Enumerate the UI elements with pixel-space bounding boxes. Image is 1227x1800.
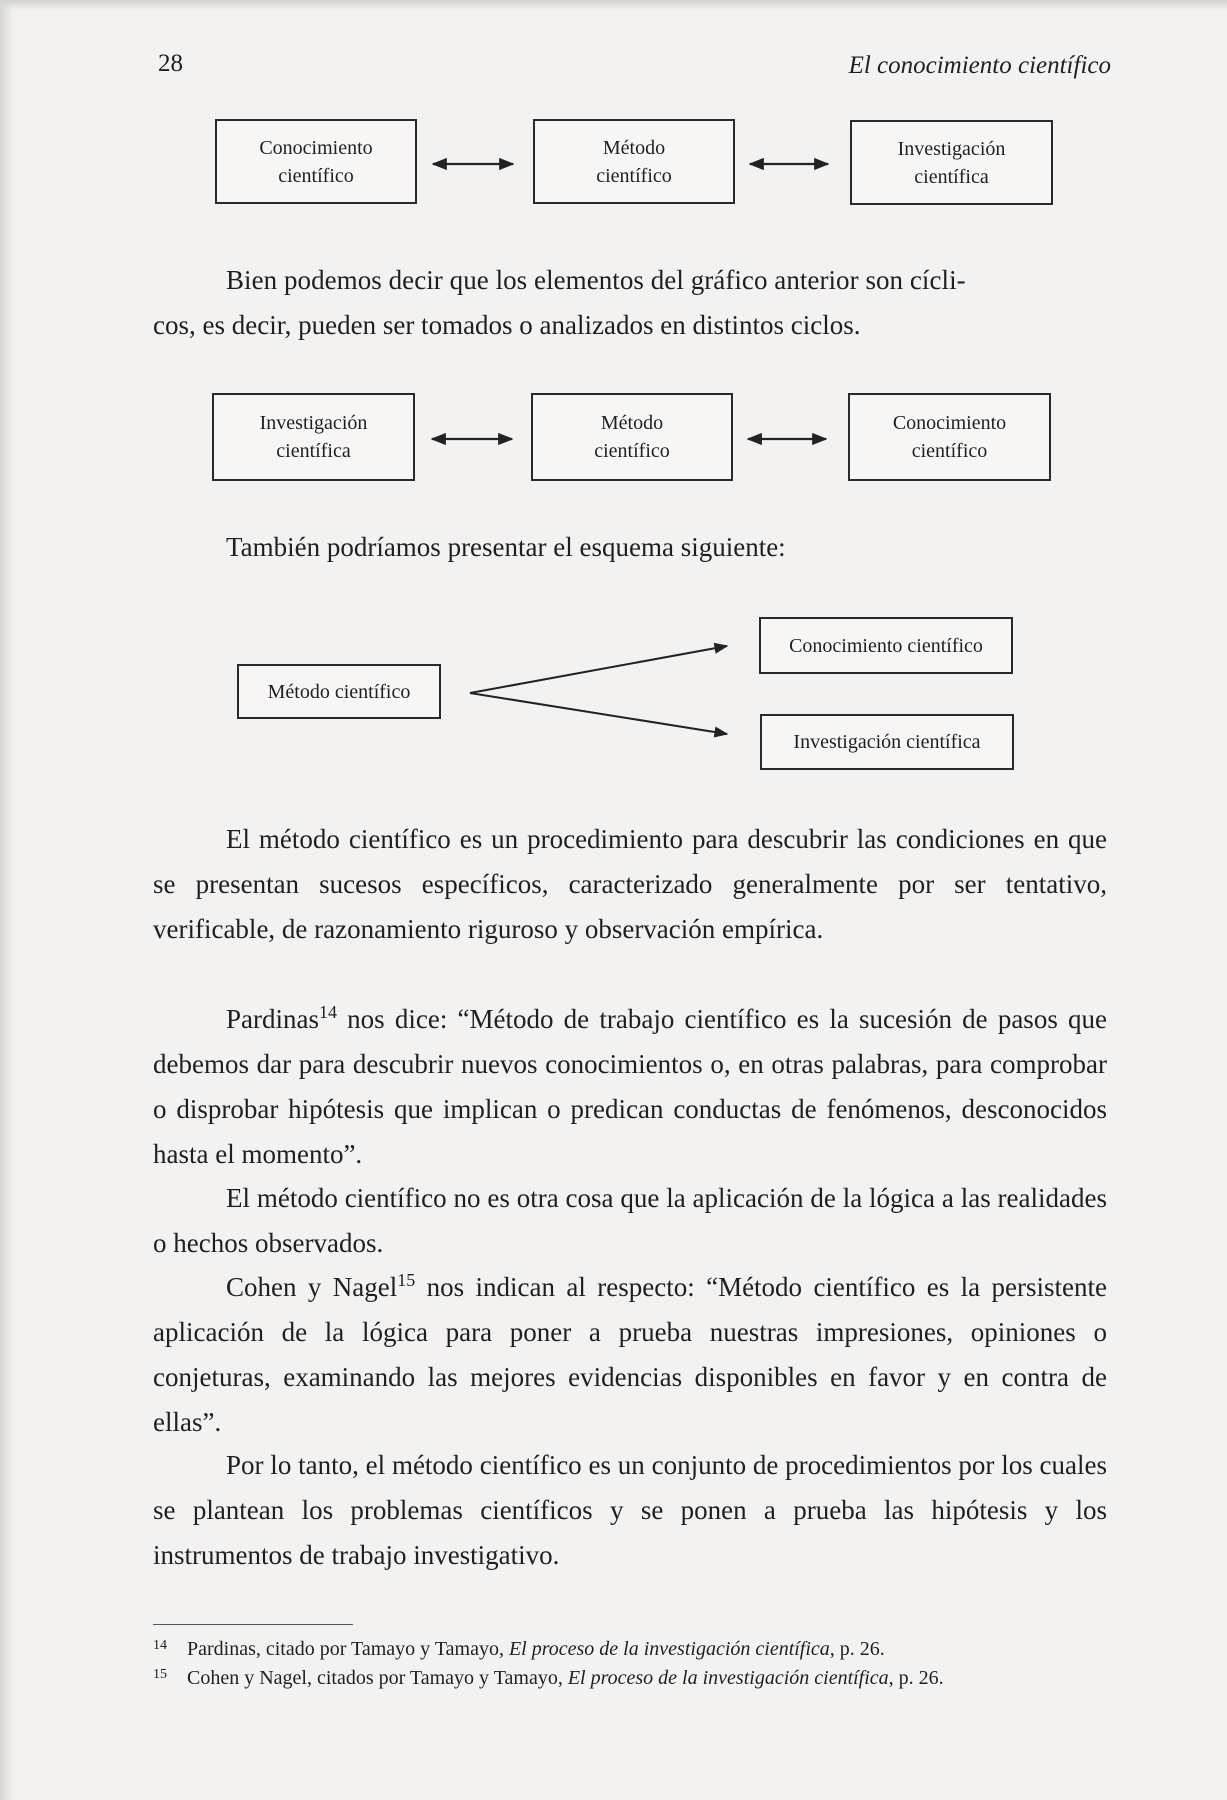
paragraph-cohen-nagel: Cohen y Nagel15 nos indican al respecto:… xyxy=(153,1265,1107,1445)
footnote-book-title: El proceso de la investigación científic… xyxy=(567,1667,889,1689)
paragraph-ciclos: Bien podemos decir que los elementos del… xyxy=(153,258,1107,348)
arrow-to-investigacion xyxy=(469,692,729,738)
box-line: Método científico xyxy=(267,680,411,703)
running-title: El conocimiento científico xyxy=(848,52,1111,79)
diagram1-box-investigacion: Investigación científica xyxy=(850,120,1053,205)
page-number: 28 xyxy=(158,50,183,77)
footnote-text: , p. 26. xyxy=(829,1638,885,1660)
box-line: científica xyxy=(276,440,351,462)
footnote-15: 15 Cohen y Nagel, citados por Tamayo y Ta… xyxy=(153,1665,944,1691)
diagram2-box-conocimiento: Conocimiento científico xyxy=(848,393,1051,481)
paragraph-conclusion: Por lo tanto, el método científico es un… xyxy=(153,1450,1107,1570)
diagram1-box-conocimiento: Conocimiento científico xyxy=(215,119,417,204)
footnote-separator xyxy=(153,1624,353,1625)
paragraph-text: nos dice: “Método de trabajo científico … xyxy=(153,1004,1107,1169)
paragraph-metodo-definicion: El método científico es un procedimiento… xyxy=(153,824,1107,944)
footnote-number: 14 xyxy=(153,1638,167,1653)
footnote-book-title: El proceso de la investigación científic… xyxy=(508,1638,830,1660)
diagram3-box-investigacion: Investigación científica xyxy=(760,714,1014,770)
footnote-ref: 14 xyxy=(318,1002,337,1022)
footnote-text: Cohen y Nagel, citados por Tamayo y Tama… xyxy=(187,1667,568,1689)
diagram3-box-conocimiento: Conocimiento científico xyxy=(759,617,1013,674)
paragraph-line: Bien podemos decir que los elementos del… xyxy=(226,265,966,295)
box-line: científico xyxy=(596,164,672,187)
footnote-text: , p. 26. xyxy=(888,1667,944,1689)
paragraph-text: nos indican al respecto: “Método científ… xyxy=(153,1272,1107,1437)
box-line: científico xyxy=(911,440,988,462)
box-line: científico xyxy=(594,440,670,462)
box-line: Conocimiento xyxy=(259,136,373,159)
box-line: Conocimiento xyxy=(892,412,1007,434)
box-line: científico xyxy=(278,164,354,187)
diagram2-box-metodo: Método científico xyxy=(531,393,733,481)
diagram2-box-investigacion: Investigación científica xyxy=(212,393,415,481)
box-line: Investigación xyxy=(897,137,1006,160)
scheme-intro: También podríamos presentar el esquema s… xyxy=(226,532,786,562)
footnote-ref: 15 xyxy=(397,1270,416,1290)
box-line: Conocimiento científico xyxy=(789,634,983,657)
page-left-shadow xyxy=(0,0,14,1800)
box-line: científica xyxy=(914,165,989,188)
author-name: Cohen y Nagel xyxy=(226,1272,398,1302)
box-line: Investigación científica xyxy=(793,731,981,753)
box-line: Método xyxy=(600,412,664,434)
diagram1-box-metodo: Método científico xyxy=(533,119,735,204)
author-name: Pardinas xyxy=(226,1004,319,1034)
paragraph-pardinas: Pardinas14 nos dice: “Método de trabajo … xyxy=(153,997,1107,1177)
arrow-to-conocimiento xyxy=(469,642,729,694)
page-top-shadow xyxy=(0,0,1227,10)
paragraph-logica: El método científico no es otra cosa que… xyxy=(153,1183,1107,1258)
diagram3-box-metodo: Método científico xyxy=(237,664,441,719)
box-line: Investigación xyxy=(259,412,368,434)
footnote-number: 15 xyxy=(153,1667,167,1682)
footnote-text: Pardinas, citado por Tamayo y Tamayo, xyxy=(187,1638,509,1660)
paragraph-line: cos, es decir, pueden ser tomados o anal… xyxy=(153,310,861,340)
box-line: Método xyxy=(602,136,666,159)
